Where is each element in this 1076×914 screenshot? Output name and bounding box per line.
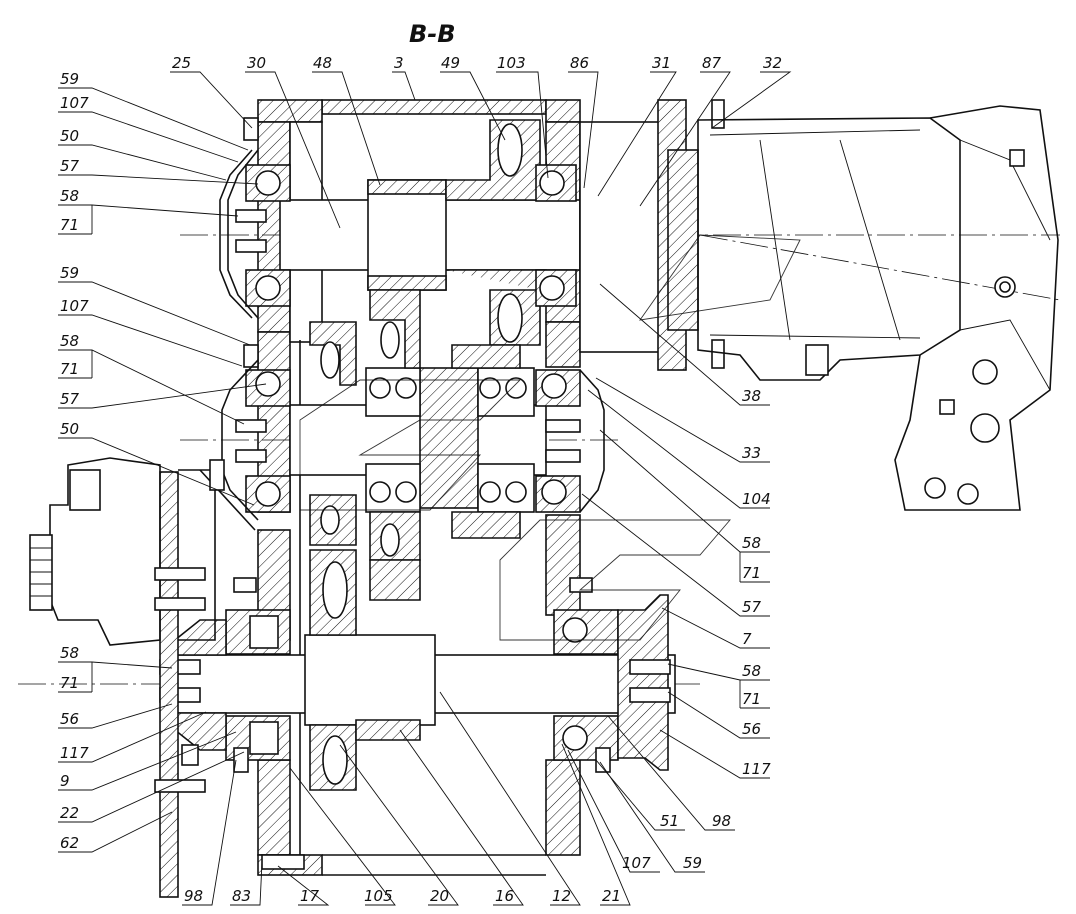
label-71-low: 71: [60, 674, 79, 692]
label-50-top: 50: [60, 127, 79, 145]
label-98-right: 98: [712, 812, 731, 830]
label-22: 22: [60, 804, 79, 822]
label-104: 104: [742, 490, 771, 508]
label-83: 83: [232, 887, 251, 905]
label-3: 3: [394, 54, 404, 72]
label-48: 48: [313, 54, 332, 72]
label-71-mid: 71: [60, 360, 79, 378]
label-58-lowright: 58: [742, 662, 761, 680]
label-38: 38: [742, 387, 761, 405]
label-107-top: 107: [60, 94, 89, 112]
label-71-lowright: 71: [742, 690, 761, 708]
hydraulic-motor: [697, 105, 1059, 511]
label-117-lowright: 117: [742, 760, 771, 778]
label-56-lowright: 56: [742, 720, 761, 738]
label-25: 25: [172, 54, 191, 72]
label-9: 9: [60, 772, 70, 790]
label-58-low: 58: [60, 644, 79, 662]
label-16: 16: [495, 887, 514, 905]
label-105: 105: [364, 887, 393, 905]
label-86: 86: [570, 54, 589, 72]
label-17: 17: [300, 887, 320, 905]
label-30: 30: [247, 54, 266, 72]
pump-assembly: [29, 457, 256, 898]
part-labels: 25 30 48 3 49 103 86 31 87 32 59 107 50 …: [60, 54, 782, 905]
label-87: 87: [702, 54, 722, 72]
label-71-top: 71: [60, 216, 79, 234]
label-59-mid: 59: [60, 264, 79, 282]
label-103: 103: [497, 54, 526, 72]
label-32: 32: [763, 54, 782, 72]
lower-shaft: [159, 549, 676, 791]
section-title: B-B: [409, 20, 456, 48]
label-71-right: 71: [742, 564, 761, 582]
label-20: 20: [430, 887, 449, 905]
label-58-right: 58: [742, 534, 761, 552]
label-59-top: 59: [60, 70, 79, 88]
label-50-mid: 50: [60, 420, 79, 438]
label-57-right: 57: [742, 598, 762, 616]
label-98-bottom: 98: [184, 887, 203, 905]
label-107-mid: 107: [60, 297, 89, 315]
label-12: 12: [552, 887, 571, 905]
label-33: 33: [742, 444, 761, 462]
leader-lines: [58, 71, 792, 906]
label-57-mid: 57: [60, 390, 80, 408]
watermark: [299, 234, 801, 641]
label-58-mid: 58: [60, 332, 79, 350]
label-58-top: 58: [60, 187, 79, 205]
label-57-top: 57: [60, 157, 80, 175]
label-49: 49: [441, 54, 460, 72]
label-117-low: 117: [60, 744, 89, 762]
label-59-low: 59: [683, 854, 702, 872]
label-62: 62: [60, 834, 79, 852]
label-7: 7: [742, 630, 752, 648]
label-31: 31: [652, 54, 671, 72]
motor-adapter: [579, 99, 725, 371]
label-51: 51: [660, 812, 679, 830]
label-21: 21: [602, 887, 621, 905]
label-107-low: 107: [622, 854, 651, 872]
label-56-low: 56: [60, 710, 79, 728]
middle-shaft: [221, 289, 605, 561]
